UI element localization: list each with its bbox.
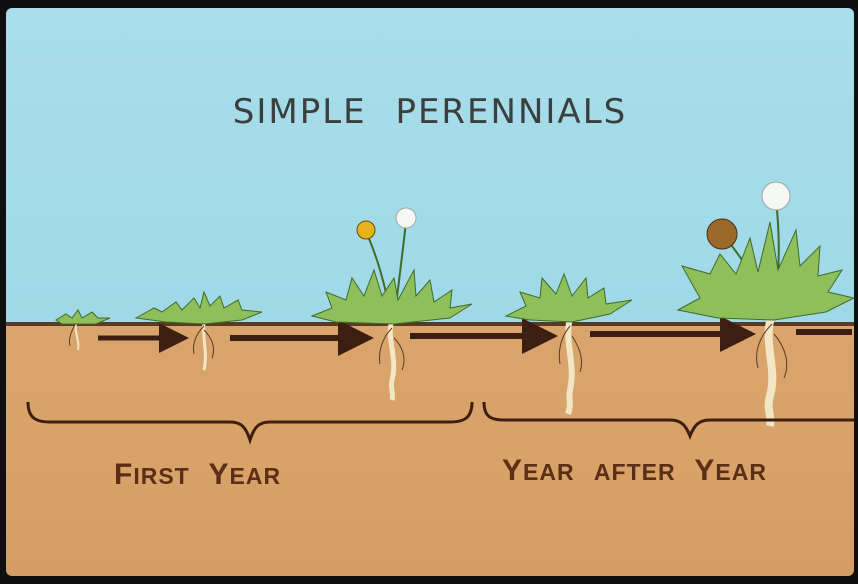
year-after-year-initial: Y (502, 454, 523, 487)
dandelion-flower-icon (678, 182, 854, 426)
first-year-label: FIRST YEAR (114, 458, 281, 492)
seedling-icon (56, 310, 110, 350)
first-year-initial: F (114, 458, 133, 491)
diagram-panel: SIMPLE PERENNIALS (6, 8, 854, 576)
year-initial: Y (209, 458, 230, 491)
dandelion-flower-icon (312, 208, 472, 400)
year-after-year-rest: EAR (523, 459, 575, 485)
year-after-year-end-rest: EAR (715, 459, 767, 485)
year-rest: EAR (230, 463, 282, 489)
year-after-year-end-initial: Y (694, 454, 715, 487)
first-year-rest: IRST (133, 463, 189, 489)
year-after-year-bracket (484, 402, 854, 436)
rosette-icon (136, 292, 262, 370)
first-year-bracket (28, 402, 472, 440)
year-after-year-mid: AFTER (594, 459, 676, 485)
year-after-year-label: YEAR AFTER YEAR (502, 454, 767, 488)
rosette-icon (506, 274, 632, 414)
